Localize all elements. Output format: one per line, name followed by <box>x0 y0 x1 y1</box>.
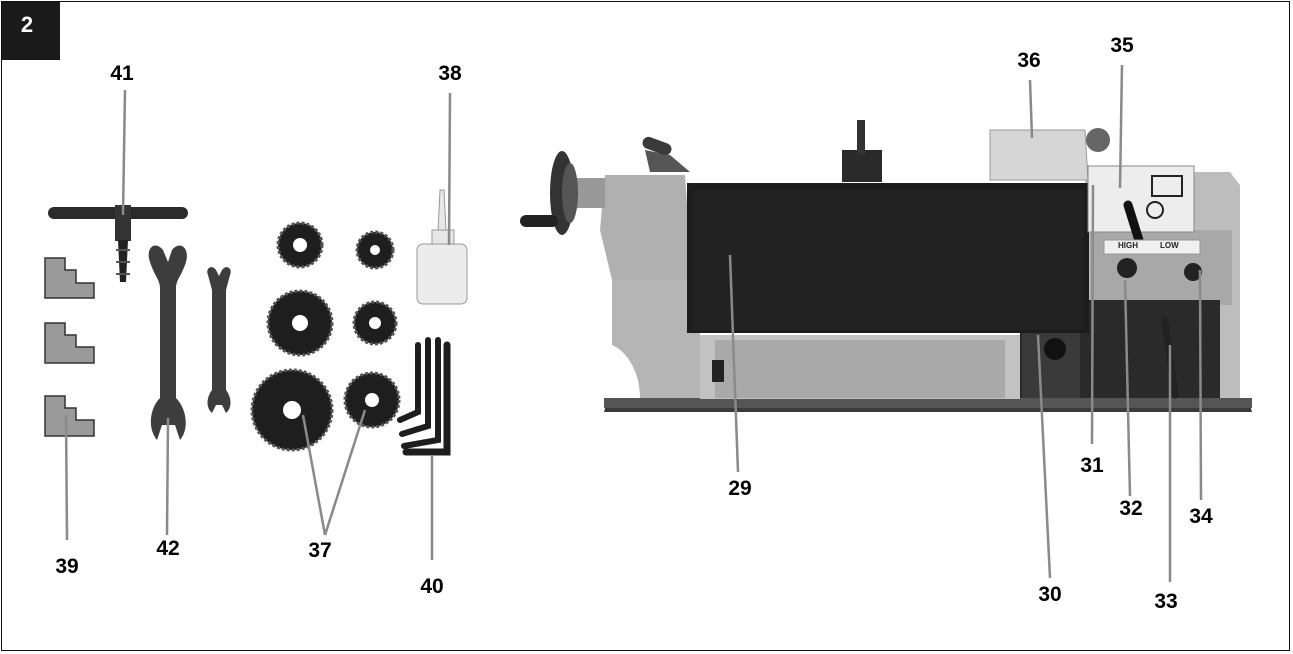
callout-42: 42 <box>156 537 180 560</box>
change-gears <box>250 221 401 452</box>
callout-35: 35 <box>1110 34 1134 57</box>
callout-33: 33 <box>1154 590 1178 613</box>
callout-30: 30 <box>1038 583 1062 606</box>
callout-29: 29 <box>728 477 752 500</box>
speed-low-label: LOW <box>1160 241 1179 250</box>
leader-lines <box>64 64 1203 582</box>
mini-lathe <box>520 120 1252 412</box>
callout-38: 38 <box>438 62 462 85</box>
callout-34: 34 <box>1189 505 1213 528</box>
callout-37: 37 <box>308 539 332 562</box>
callout-40: 40 <box>420 575 444 598</box>
open-end-wrenches <box>148 245 231 440</box>
hex-keys <box>397 337 451 456</box>
chuck-jaws <box>44 257 95 437</box>
callout-36: 36 <box>1017 49 1041 72</box>
callout-32: 32 <box>1119 497 1143 520</box>
chuck-key <box>48 205 188 282</box>
speed-high-label: HIGH <box>1118 241 1138 250</box>
callout-39: 39 <box>55 555 79 578</box>
figure-number-badge: 2 <box>2 2 60 60</box>
callout-41: 41 <box>110 62 134 85</box>
callout-31: 31 <box>1080 454 1104 477</box>
oil-bottle <box>416 189 468 305</box>
